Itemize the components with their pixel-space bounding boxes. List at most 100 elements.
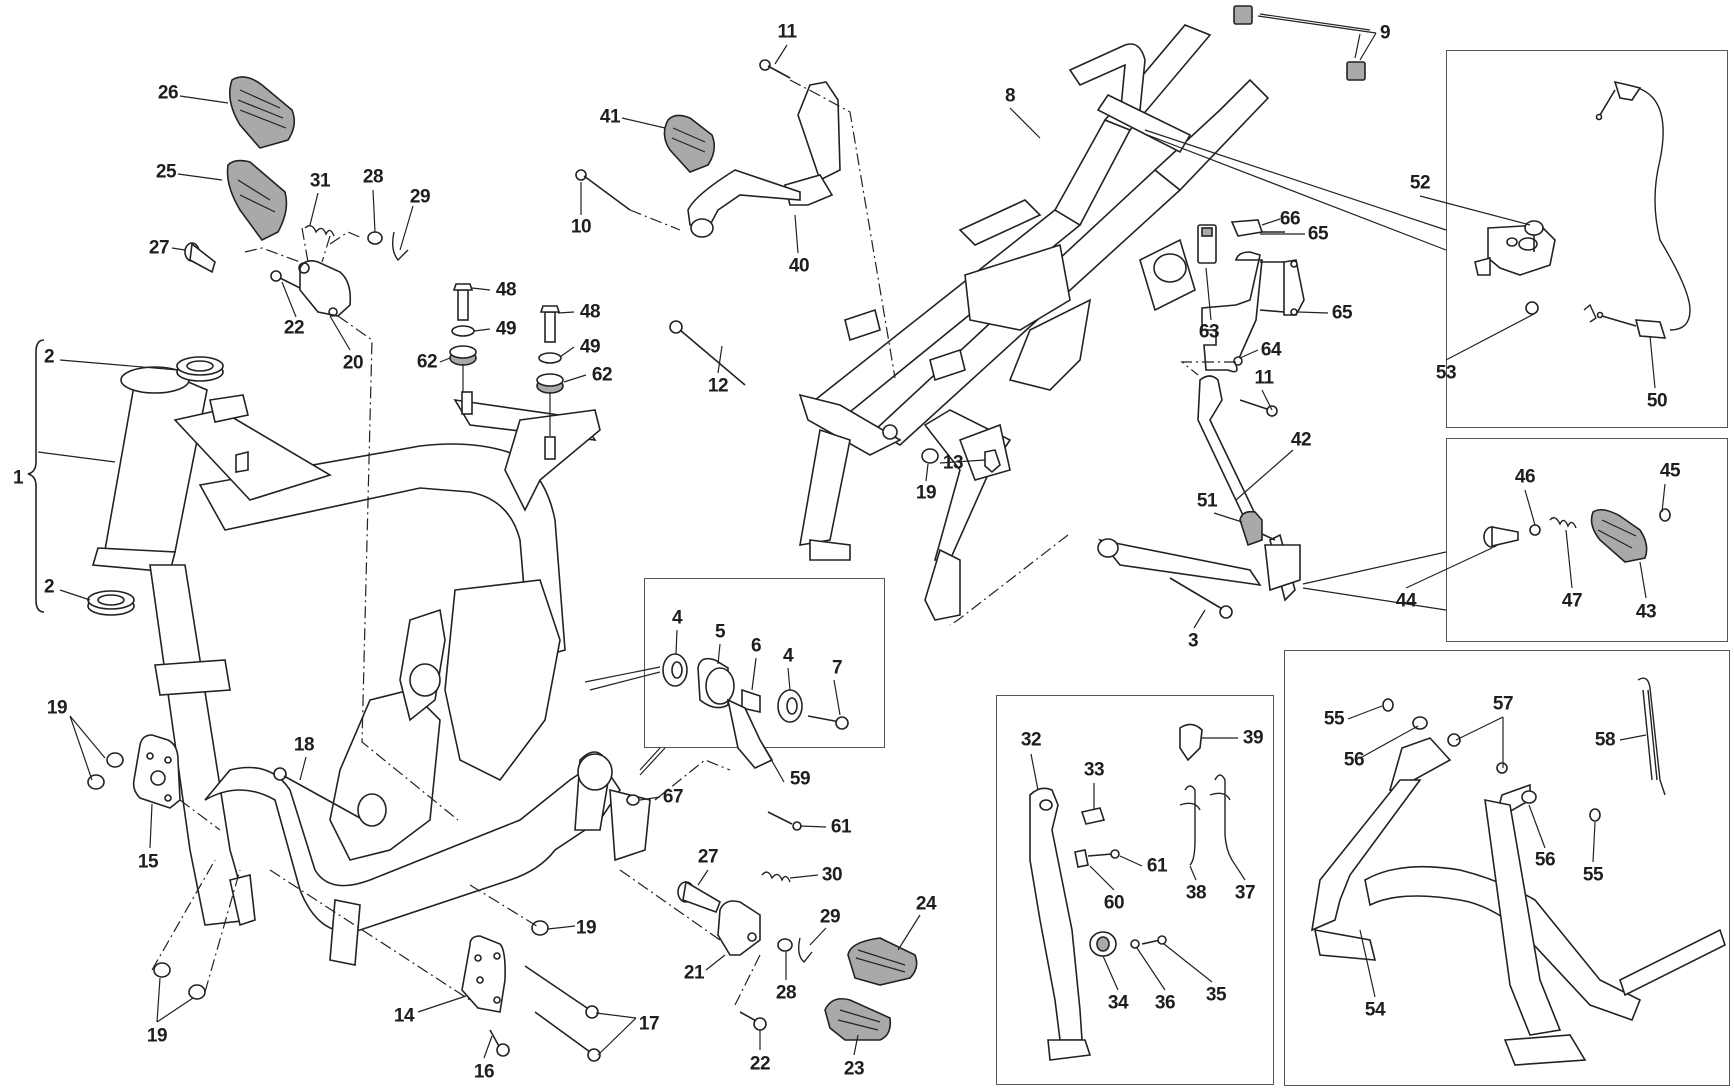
- callout-58: 58: [1594, 729, 1616, 751]
- callout-38: 38: [1185, 882, 1207, 904]
- callout-61b: 61: [1146, 855, 1168, 877]
- callout-19c: 19: [575, 917, 597, 939]
- bolt-left-22: [270, 270, 301, 289]
- main-frame: [91, 366, 651, 966]
- callout-11a: 11: [777, 21, 797, 43]
- steering-bearing-bottom: [87, 590, 135, 616]
- bracket-brace-icon: [27, 339, 45, 613]
- callout-56b: 56: [1534, 849, 1556, 871]
- callout-9: 9: [1379, 22, 1391, 44]
- callout-4b: 4: [782, 645, 794, 667]
- inset-box-center-stand: [1284, 650, 1730, 1086]
- callout-20: 20: [342, 352, 364, 374]
- side-stand-assembly: [1029, 723, 1233, 1061]
- rear-subframe: [798, 24, 1270, 621]
- callout-37: 37: [1234, 882, 1256, 904]
- callout-12: 12: [707, 375, 729, 397]
- callout-26: 26: [157, 82, 179, 104]
- inset-box-seat-lock: [1446, 50, 1728, 428]
- callout-62b: 62: [591, 364, 613, 386]
- nut-19-subframe: [921, 448, 939, 464]
- callout-18: 18: [293, 734, 315, 756]
- inset-box-passenger-footrest: [1446, 438, 1728, 642]
- nut-67: [626, 794, 640, 806]
- callout-50: 50: [1646, 390, 1668, 412]
- callout-55b: 55: [1582, 864, 1604, 886]
- swingarm-bushing-assembly: [584, 653, 849, 776]
- steering-bearing-top: [176, 356, 224, 382]
- passenger-footrest-assembly: [1483, 508, 1671, 563]
- screw-11-top: [759, 59, 791, 79]
- callout-60: 60: [1103, 892, 1125, 914]
- clip-left: [391, 231, 409, 262]
- callout-19a: 19: [46, 697, 68, 719]
- callout-27b: 27: [697, 846, 719, 868]
- callout-47: 47: [1561, 590, 1583, 612]
- spring-right: [761, 871, 791, 883]
- callout-65a: 65: [1307, 223, 1329, 245]
- bolts-17: [524, 965, 601, 1062]
- bolt-3: [1169, 577, 1233, 619]
- callout-30: 30: [821, 864, 843, 886]
- callout-5: 5: [714, 621, 726, 643]
- clip-right: [797, 937, 813, 964]
- callout-29a: 29: [409, 186, 431, 208]
- footrest-rubber-right: [847, 937, 918, 986]
- callout-14: 14: [393, 1005, 415, 1027]
- callout-6: 6: [750, 635, 762, 657]
- callout-57: 57: [1492, 693, 1514, 715]
- callout-10: 10: [570, 216, 592, 238]
- callout-16: 16: [473, 1061, 495, 1083]
- callout-32: 32: [1020, 729, 1042, 751]
- callout-62a: 62: [416, 351, 438, 373]
- callout-13: 13: [942, 452, 964, 474]
- callout-7: 7: [831, 657, 843, 679]
- passenger-footrest-41: [663, 114, 716, 173]
- end-caps: [1233, 5, 1371, 81]
- callout-3: 3: [1187, 630, 1199, 652]
- callout-43: 43: [1635, 601, 1657, 623]
- clip-13: [984, 449, 1001, 474]
- callout-8: 8: [1004, 85, 1016, 107]
- callout-35: 35: [1205, 984, 1227, 1006]
- callout-33: 33: [1083, 759, 1105, 781]
- footrest-rubber-left: [229, 76, 296, 149]
- nut-19c: [153, 962, 171, 978]
- callout-29b: 29: [819, 906, 841, 928]
- callout-61a: 61: [830, 816, 852, 838]
- bolt-18: [273, 767, 361, 819]
- footrest-left: [226, 159, 288, 242]
- callout-22b: 22: [749, 1053, 771, 1075]
- callout-48b: 48: [579, 301, 601, 323]
- callout-34: 34: [1107, 992, 1129, 1014]
- callout-2b: 2: [43, 576, 55, 598]
- callout-63: 63: [1198, 321, 1220, 343]
- callout-2a: 2: [43, 346, 55, 368]
- nut-19a: [106, 752, 124, 768]
- callout-27a: 27: [148, 237, 170, 259]
- callout-51: 51: [1196, 490, 1218, 512]
- callout-22a: 22: [283, 317, 305, 339]
- callout-21: 21: [683, 962, 705, 984]
- electrical-components: [1197, 219, 1305, 373]
- callout-42: 42: [1290, 429, 1312, 451]
- callout-41: 41: [599, 106, 621, 128]
- nut-19b: [87, 774, 105, 790]
- inset-box-side-stand: [996, 695, 1274, 1085]
- callout-65b: 65: [1331, 302, 1353, 324]
- pin-right: [677, 880, 721, 914]
- footrest-bracket-right: [717, 900, 761, 956]
- callout-19b: 19: [146, 1025, 168, 1047]
- callout-53: 53: [1435, 362, 1457, 384]
- plate-14: [461, 935, 506, 1013]
- callout-17: 17: [638, 1013, 660, 1035]
- callout-67: 67: [662, 786, 684, 808]
- nut-19d: [188, 984, 206, 1000]
- callout-49a: 49: [495, 318, 517, 340]
- seat-lock-assembly: [1144, 80, 1691, 339]
- callout-66: 66: [1279, 208, 1301, 230]
- callout-23: 23: [843, 1058, 865, 1080]
- callout-25: 25: [155, 161, 177, 183]
- callout-56a: 56: [1343, 749, 1365, 771]
- callout-49b: 49: [579, 336, 601, 358]
